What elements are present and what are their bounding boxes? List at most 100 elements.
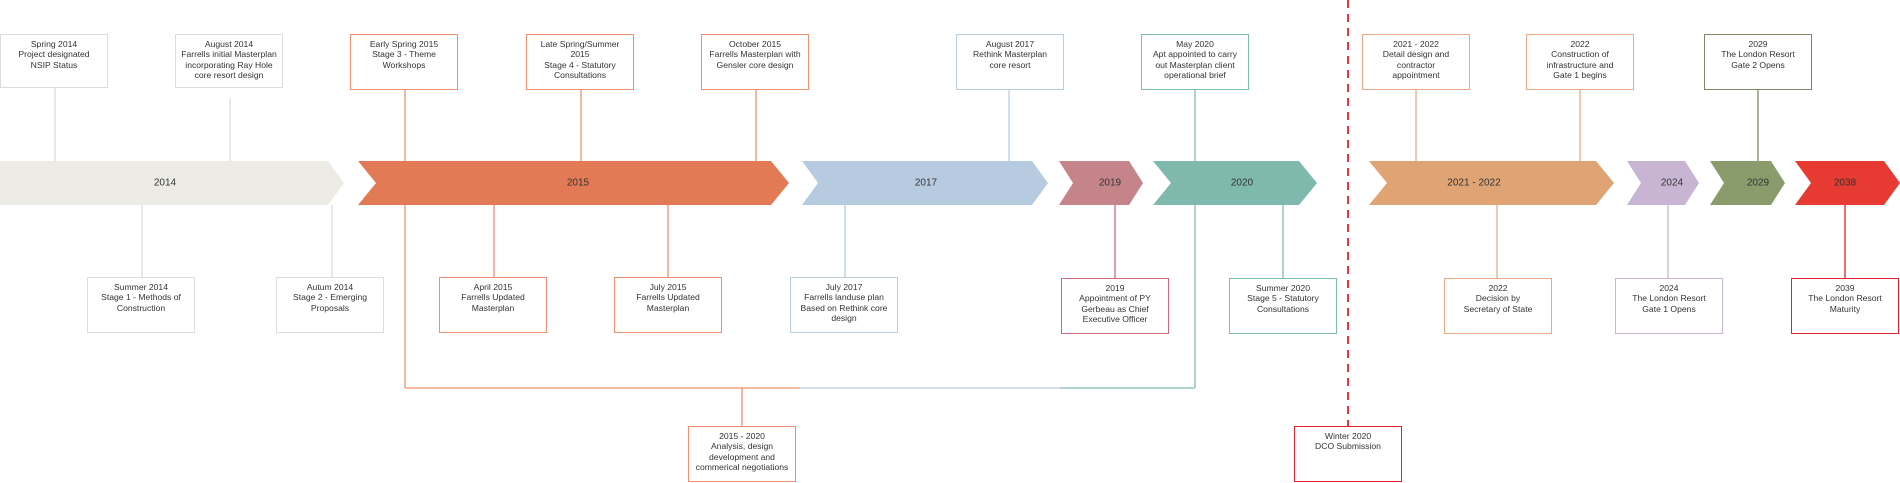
- event-text-line: Farrells Masterplan with: [709, 49, 801, 60]
- event-text-line: Masterplan: [471, 302, 515, 313]
- event-text-line: Consultations: [553, 69, 607, 80]
- event-text-line: core resort: [989, 59, 1031, 70]
- event-text-line: Gerbeau as Chief: [1081, 303, 1149, 314]
- event-text-line: Stage 3 - Theme: [372, 49, 436, 60]
- event-text-line: NSIP Status: [30, 59, 78, 70]
- event-text-line: May 2020: [1176, 39, 1214, 49]
- year-arrow-label: 2020: [1230, 177, 1254, 189]
- event-text-line: The London Resort: [1721, 49, 1795, 60]
- event-text-line: Appointment of PY: [1079, 293, 1151, 304]
- event-text-line: Spring 2014: [30, 39, 78, 49]
- event-text-line: Stage 1 - Methods of: [101, 292, 181, 303]
- event-text-line: contractor: [1396, 59, 1436, 70]
- event-text-line: commerical negotiations: [695, 461, 789, 472]
- event-text-line: Gate 2 Opens: [1731, 59, 1785, 70]
- year-arrow-2021-2022: [1369, 161, 1614, 205]
- event-text-line: Gate 1 Opens: [1642, 303, 1696, 314]
- year-arrow-label: 2021 - 2022: [1447, 177, 1501, 189]
- event-text-line: Summer 2014: [114, 282, 168, 292]
- event-text-line: Farrells Updated: [461, 292, 525, 303]
- event-text-line: Stage 4 - Statutory: [544, 59, 616, 70]
- year-arrow-label: 2014: [153, 177, 177, 189]
- event-text-line: Gate 1 begins: [1553, 69, 1607, 80]
- event-text-line: The London Resort: [1632, 293, 1706, 304]
- year-arrow-2017: [802, 161, 1048, 205]
- event-text-line: 2024: [1659, 283, 1679, 293]
- event-text-line: Workshops: [382, 59, 426, 70]
- year-arrow-2020: [1153, 161, 1317, 205]
- event-text-line: Consultations: [1256, 303, 1310, 314]
- event-text-line: Apt appointed to carry: [1152, 49, 1238, 60]
- year-arrow-2014: [0, 161, 344, 205]
- year-arrow-2019: [1059, 161, 1143, 205]
- event-text-line: Based on Rethink core: [800, 302, 888, 313]
- event-text-line: 2029: [1748, 39, 1768, 49]
- event-text-line: 2022: [1488, 283, 1508, 293]
- event-text-line: core resort design: [194, 69, 264, 80]
- event-text-line: July 2015: [649, 282, 687, 292]
- event-text-line: Rethink Masterplan: [972, 49, 1048, 60]
- event-text-line: development and: [709, 451, 775, 462]
- event-text-line: 2022: [1570, 39, 1590, 49]
- event-text-line: Winter 2020: [1324, 431, 1372, 441]
- event-text-line: August 2017: [985, 39, 1035, 49]
- event-text-line: Decision by: [1475, 293, 1521, 304]
- event-text-line: Gensler core design: [716, 59, 794, 70]
- year-arrow-label: 2038: [1833, 177, 1857, 189]
- event-text-line: 2015: [570, 49, 590, 60]
- event-text-line: Maturity: [1829, 303, 1861, 314]
- event-text-line: Farrells Updated: [636, 292, 700, 303]
- event-text-line: design: [831, 312, 857, 323]
- event-text-line: incorporating Ray Hole: [185, 59, 273, 70]
- event-text-line: Stage 5 - Statutory: [1247, 293, 1319, 304]
- event-text-line: DCO Submission: [1315, 441, 1381, 452]
- event-text-line: 2039: [1835, 283, 1855, 293]
- event-text-line: October 2015: [728, 39, 782, 49]
- event-text-line: 2019: [1105, 283, 1125, 293]
- event-text-line: July 2017: [825, 282, 863, 292]
- event-text-line: operational brief: [1164, 69, 1226, 80]
- event-text-line: infrastructure and: [1546, 59, 1614, 70]
- event-text-line: Executive Officer: [1082, 313, 1148, 324]
- event-text-line: Proposals: [310, 302, 350, 313]
- event-text-line: out Masterplan client: [1155, 59, 1235, 70]
- event-text-line: Autum 2014: [306, 282, 354, 292]
- year-arrow-2038: [1795, 161, 1900, 205]
- event-text-line: Project designated: [18, 49, 90, 60]
- event-text-line: Masterplan: [646, 302, 690, 313]
- event-text-line: Farrells landuse plan: [804, 292, 884, 303]
- year-arrow-2015: [358, 161, 789, 205]
- event-text-line: Detail design and: [1382, 49, 1450, 60]
- event-text-line: 2021 - 2022: [1393, 39, 1439, 49]
- event-text-line: Early Spring 2015: [369, 39, 439, 49]
- year-arrow-2029: [1710, 161, 1785, 205]
- event-text-line: appointment: [1392, 69, 1440, 80]
- event-text-line: Secretary of State: [1463, 303, 1533, 314]
- event-text-line: Late Spring/Summer: [540, 39, 620, 49]
- event-text-line: The London Resort: [1808, 293, 1882, 304]
- event-text-line: Analysis, design: [710, 441, 774, 452]
- year-arrow-label: 2015: [566, 177, 590, 189]
